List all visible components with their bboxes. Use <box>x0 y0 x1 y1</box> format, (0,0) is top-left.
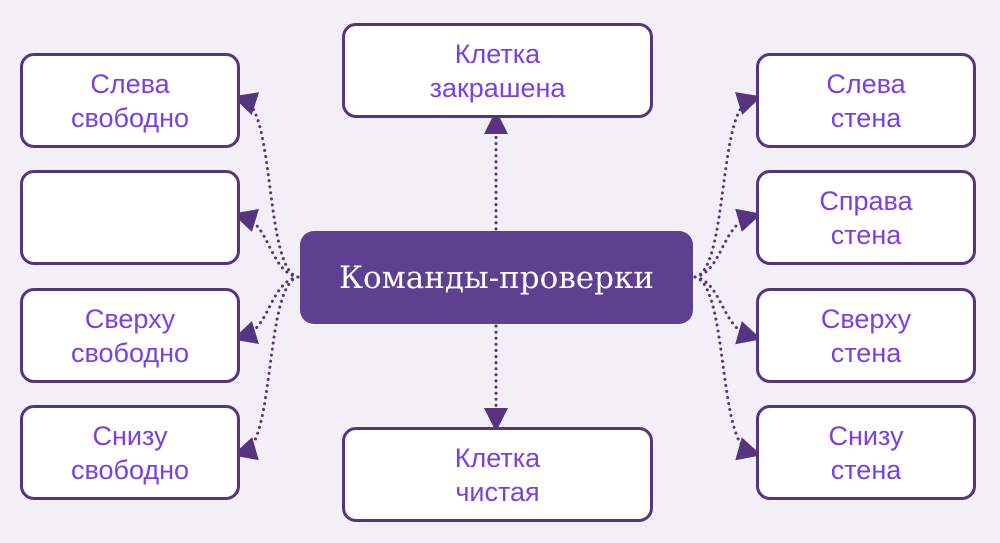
box-cell-filled: Клетка закрашена <box>342 23 653 118</box>
box-cell-clear: Клетка чистая <box>342 427 653 522</box>
box-label: Снизу свободно <box>70 420 190 485</box>
arrow-right-1 <box>693 92 762 279</box>
arrow-right-3 <box>693 275 762 345</box>
arrow-right-4 <box>693 275 762 461</box>
box-bottom-wall: Снизу стена <box>756 405 976 500</box>
box-empty <box>20 170 240 265</box>
arrow-right-2 <box>693 208 762 279</box>
center-node: Команды-проверки <box>300 231 693 324</box>
arrow-left-1 <box>232 92 300 279</box>
box-bottom-free: Снизу свободно <box>20 405 240 500</box>
arrow-left-2 <box>232 209 300 279</box>
center-label: Команды-проверки <box>339 259 654 296</box>
box-label: Слева свободно <box>70 68 190 133</box>
arrow-left-3 <box>232 275 300 344</box>
box-label: Справа стена <box>819 185 913 250</box>
box-label: Клетка чистая <box>454 442 541 507</box>
arrow-left-4 <box>232 275 300 461</box>
box-right-wall: Справа стена <box>756 170 976 265</box>
box-left-wall: Слева стена <box>756 53 976 148</box>
box-top-wall: Сверху стена <box>756 288 976 383</box>
box-label: Сверху свободно <box>70 303 190 368</box>
box-label: Сверху стена <box>820 303 912 368</box>
box-left-free: Слева свободно <box>20 53 240 148</box>
box-label: Слева стена <box>826 68 906 133</box>
box-label: Клетка закрашена <box>429 38 566 103</box>
box-top-free: Сверху свободно <box>20 288 240 383</box>
box-label: Снизу стена <box>828 420 904 485</box>
